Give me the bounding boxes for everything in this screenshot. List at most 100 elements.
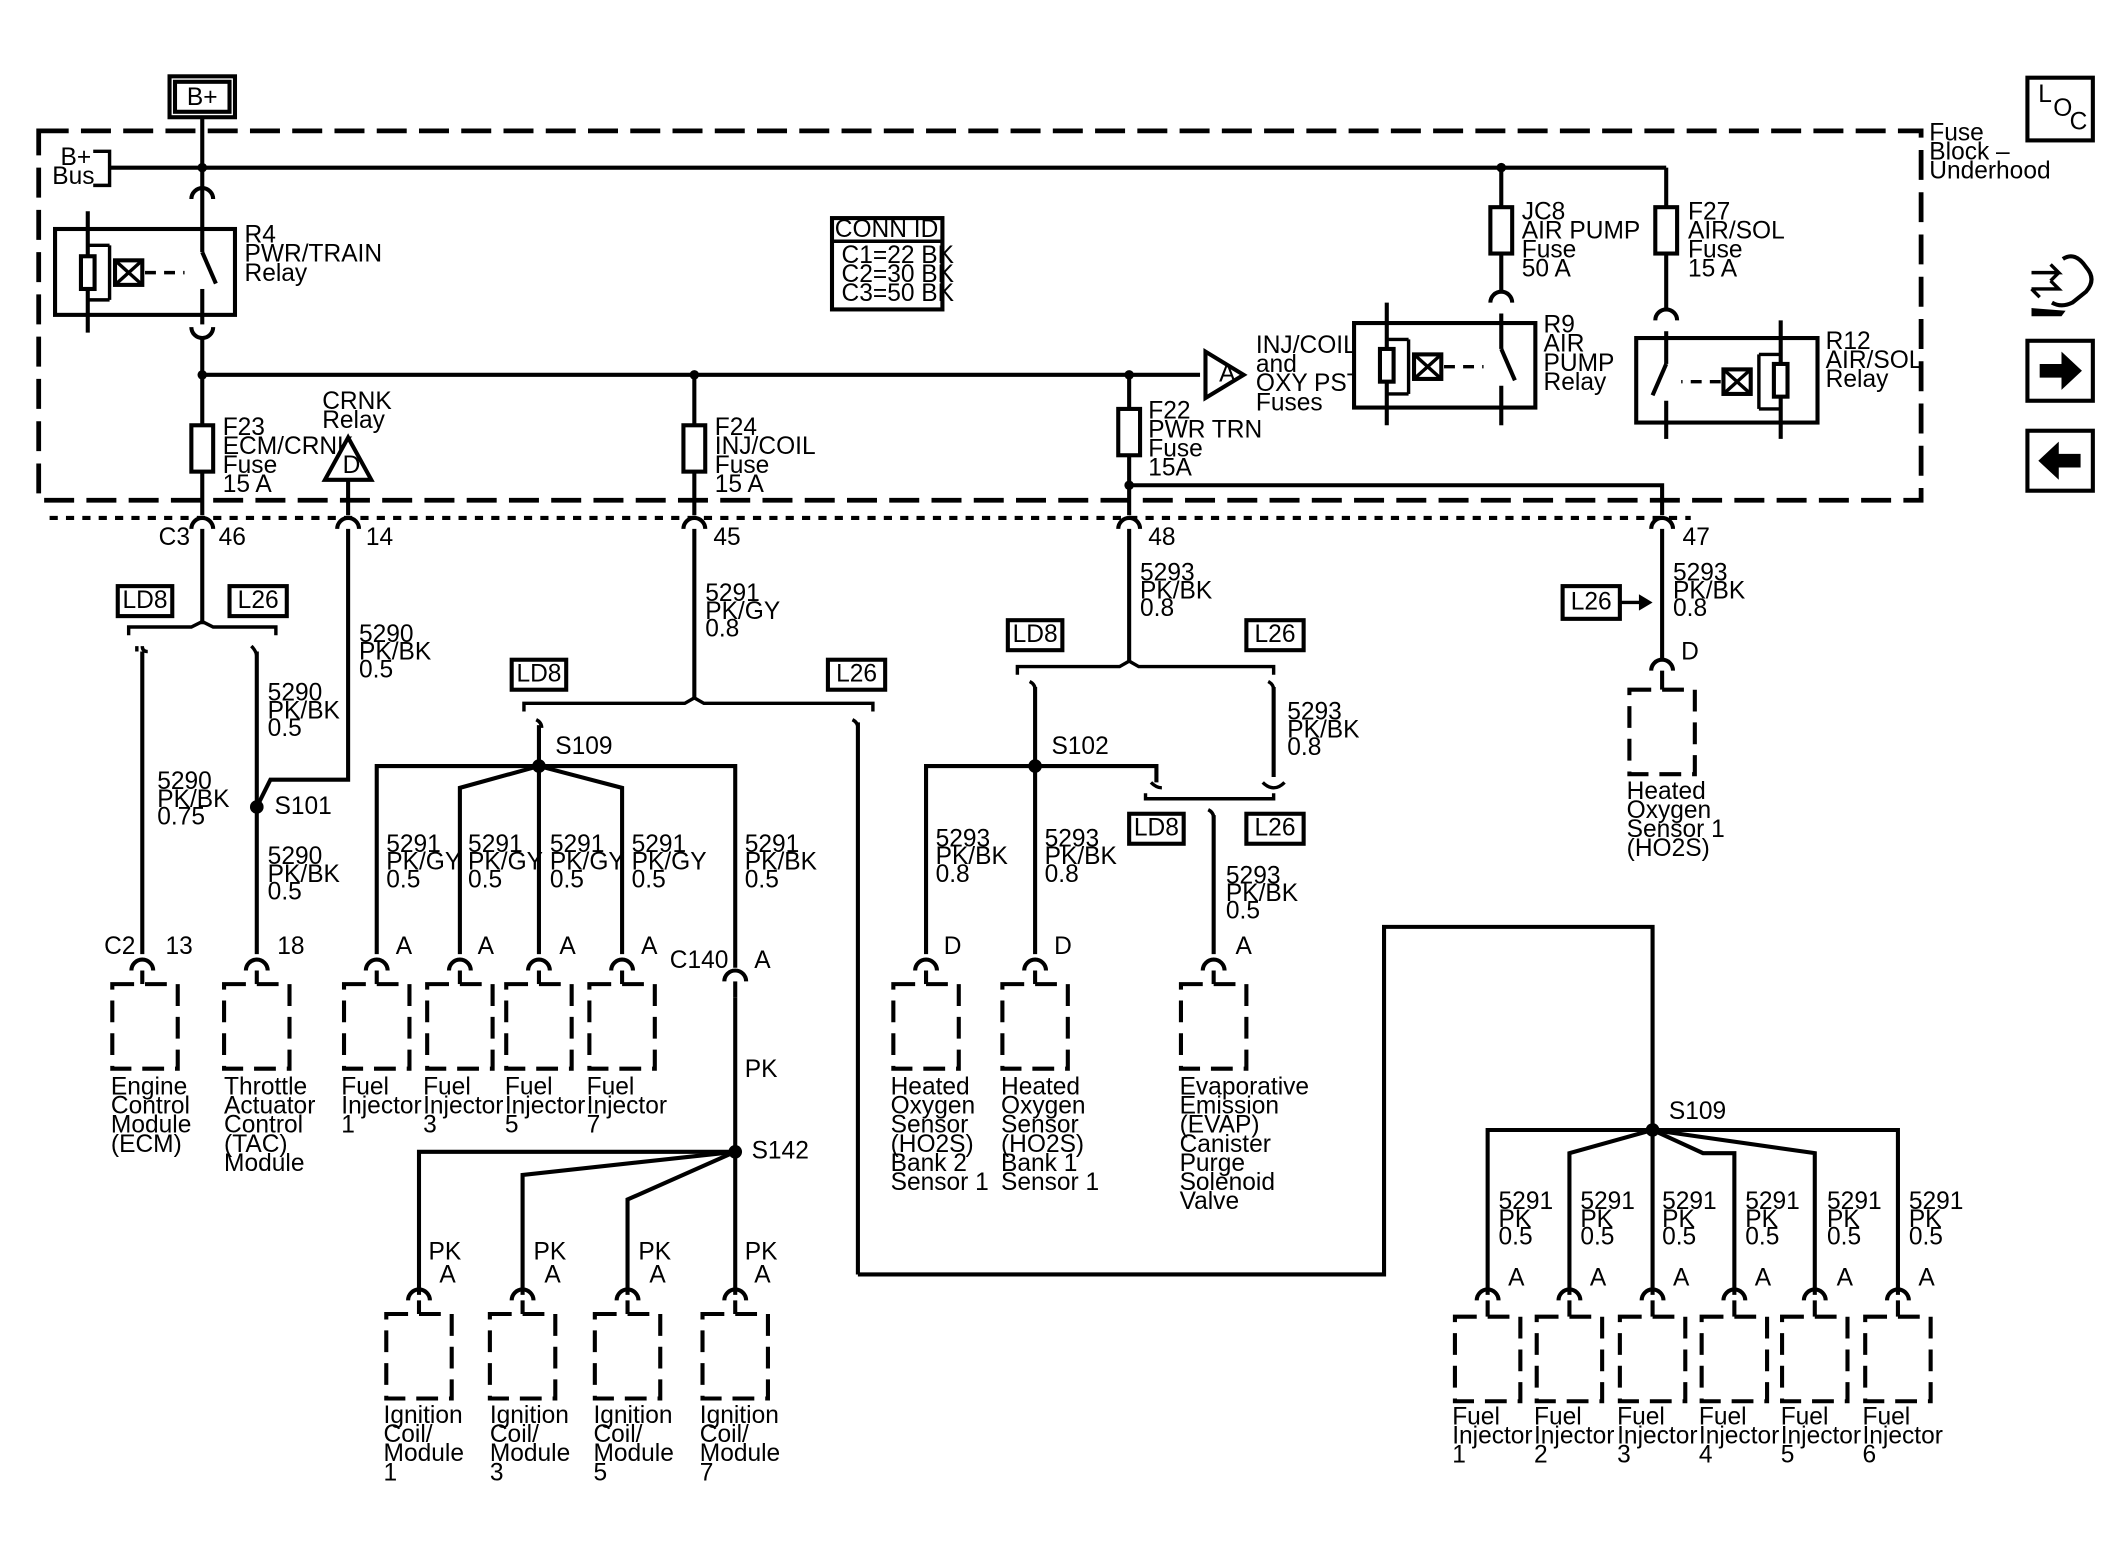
svg-text:Fuse: Fuse — [1522, 237, 1577, 264]
svg-text:A: A — [396, 933, 413, 960]
fuel-injector-3[interactable]: A Fuel Injector 3 — [423, 933, 503, 1139]
svg-text:Ignition: Ignition — [384, 1402, 463, 1429]
svg-text:3: 3 — [423, 1112, 437, 1139]
fuel-injector-7[interactable]: A Fuel Injector 7 — [587, 933, 667, 1139]
svg-text:48: 48 — [1148, 524, 1175, 551]
svg-text:F22: F22 — [1148, 397, 1190, 424]
svg-text:A: A — [1590, 1264, 1607, 1291]
fuel-injector-v6-4[interactable]: A Fuel Injector 4 — [1699, 1264, 1779, 1468]
svg-text:Injector: Injector — [1862, 1422, 1942, 1449]
svg-text:PK/BK: PK/BK — [1673, 577, 1746, 604]
fuel-injector-v6-5[interactable]: A Fuel Injector 5 — [1780, 1264, 1861, 1469]
ho2s-sensor1[interactable]: D Heated Oxygen Sensor 1 (HO2S) — [1627, 639, 1725, 862]
wire-5291-inj7-label: 5291 PK/GY 0.5 — [632, 831, 707, 893]
svg-text:PK: PK — [533, 1238, 566, 1265]
svg-text:Fuse: Fuse — [1929, 119, 1984, 146]
svg-text:LD8: LD8 — [1134, 815, 1179, 842]
ho2s-bank1-sensor1[interactable]: D Heated Oxygen Sensor (HO2S) Bank 1 Sen… — [1000, 933, 1099, 1196]
svg-text:AIR/SOL: AIR/SOL — [1826, 347, 1923, 374]
tac-connector: 18 — [243, 933, 305, 985]
svg-text:PK: PK — [1909, 1206, 1942, 1233]
svg-text:Underhood: Underhood — [1929, 158, 2050, 185]
svg-text:Relay: Relay — [1826, 366, 1889, 393]
svg-text:PK/GY: PK/GY — [550, 849, 625, 876]
svg-text:A: A — [544, 1262, 561, 1289]
option-ld8-ho2s: LD8 — [1005, 618, 1065, 653]
svg-text:Oxygen: Oxygen — [1001, 1093, 1086, 1120]
f22-label: F22 PWR TRN Fuse 15A — [1148, 397, 1262, 481]
tac-module-component[interactable]: Throttle Actuator Control (TAC) Module — [222, 982, 315, 1177]
svg-text:Fuel: Fuel — [1534, 1403, 1582, 1430]
ignition-coil-module-1[interactable]: PK A Ignition Coil/ Module 1 — [384, 1238, 464, 1486]
svg-text:Fuel: Fuel — [1452, 1403, 1500, 1430]
option-ld8-evap: LD8 — [1127, 811, 1186, 846]
ignition-coil-module-5[interactable]: PK A Ignition Coil/ Module 5 — [592, 1238, 674, 1486]
svg-text:Oxygen: Oxygen — [1627, 797, 1712, 824]
f27-fuse — [1653, 205, 1680, 256]
svg-text:A: A — [1837, 1264, 1854, 1291]
ho2s-bank2-sensor1[interactable]: D Heated Oxygen Sensor (HO2S) Bank 2 Sen… — [891, 933, 989, 1196]
crnk-relay-label: CRNK Relay — [322, 388, 392, 434]
svg-text:47: 47 — [1683, 524, 1710, 551]
svg-text:JC8: JC8 — [1522, 198, 1566, 225]
f23-fuse — [189, 423, 216, 474]
fuel-injector-v6-1[interactable]: A Fuel Injector 1 — [1452, 1264, 1532, 1468]
svg-text:B+: B+ — [61, 144, 92, 171]
option-ld8-inj: LD8 — [509, 657, 569, 692]
fuel-injector-v6-3[interactable]: A Fuel Injector 3 — [1617, 1264, 1697, 1468]
svg-text:Bank 1: Bank 1 — [1001, 1150, 1077, 1177]
ecm-component[interactable]: Engine Control Module (ECM) — [110, 982, 191, 1158]
svg-text:5291: 5291 — [386, 831, 441, 858]
offpage-connector-a[interactable]: A — [1203, 348, 1248, 402]
svg-text:5291: 5291 — [1745, 1188, 1800, 1215]
r12-label: R12 AIR/SOL Relay — [1826, 328, 1923, 393]
s109-right-label: S109 — [1669, 1098, 1726, 1125]
svg-text:ECM/CRNK: ECM/CRNK — [223, 433, 354, 460]
evap-canister-purge-solenoid-valve[interactable]: A Evaporative Emission (EVAP) Canister P… — [1178, 933, 1309, 1215]
ignition-coil-module-3[interactable]: PK A Ignition Coil/ Module 3 — [487, 1238, 570, 1486]
svg-text:A: A — [1755, 1264, 1772, 1291]
svg-text:PK/BK: PK/BK — [157, 786, 230, 813]
svg-text:L26: L26 — [1255, 621, 1296, 648]
c140-connector: C140 A — [670, 947, 771, 998]
loc-icon[interactable]: L O C — [2025, 75, 2095, 143]
f24-fuse — [681, 423, 708, 474]
svg-text:PK/BK: PK/BK — [1226, 880, 1299, 907]
fuel-injector-5[interactable]: A Fuel Injector 5 — [504, 933, 585, 1139]
fuel-injector-v6-6[interactable]: A Fuel Injector 6 — [1862, 1264, 1942, 1468]
svg-text:5291: 5291 — [1499, 1188, 1554, 1215]
svg-text:Heated: Heated — [1627, 778, 1706, 805]
svg-text:R4: R4 — [245, 222, 276, 249]
svg-text:0.8: 0.8 — [1673, 595, 1707, 622]
svg-text:CRNK: CRNK — [322, 388, 392, 415]
svg-text:PK: PK — [638, 1238, 671, 1265]
svg-text:PK/BK: PK/BK — [359, 639, 432, 666]
svg-text:Module: Module — [700, 1440, 780, 1467]
svg-text:Module: Module — [384, 1440, 464, 1467]
svg-text:Block –: Block – — [1929, 138, 2010, 165]
svg-text:Coil/: Coil/ — [700, 1421, 749, 1448]
svg-text:1: 1 — [341, 1112, 355, 1139]
svg-text:PK/GY: PK/GY — [386, 849, 461, 876]
svg-text:0.8: 0.8 — [705, 616, 739, 643]
svg-text:A: A — [1219, 361, 1236, 388]
svg-text:50 A: 50 A — [1522, 256, 1572, 283]
svg-text:5293: 5293 — [1287, 699, 1342, 726]
fuel-injector-v6-2[interactable]: A Fuel Injector 2 — [1534, 1264, 1614, 1468]
svg-text:(EVAP): (EVAP) — [1180, 1112, 1260, 1139]
fuel-injector-1[interactable]: A Fuel Injector 1 — [341, 933, 421, 1139]
svg-text:7: 7 — [700, 1459, 714, 1486]
svg-text:PWR/TRAIN: PWR/TRAIN — [245, 241, 383, 268]
troubleshooting-icon[interactable] — [2030, 254, 2094, 317]
wire-5290-crnk-label: 5290 PK/BK 0.5 — [359, 621, 432, 683]
svg-text:Module: Module — [111, 1112, 191, 1139]
previous-page-arrow-icon[interactable] — [2025, 428, 2095, 493]
svg-text:Fuse: Fuse — [223, 452, 278, 479]
wire-5291-inj5-label: 5291 PK/GY 0.5 — [550, 831, 625, 893]
next-page-arrow-icon[interactable] — [2025, 338, 2095, 403]
ignition-coil-module-7[interactable]: PK A Ignition Coil/ Module 7 — [700, 1238, 780, 1486]
svg-text:D: D — [1054, 933, 1072, 960]
svg-text:OXY PST: OXY PST — [1256, 370, 1362, 397]
svg-text:0.5: 0.5 — [1909, 1223, 1943, 1250]
bplus-terminal: B+ — [167, 74, 238, 120]
